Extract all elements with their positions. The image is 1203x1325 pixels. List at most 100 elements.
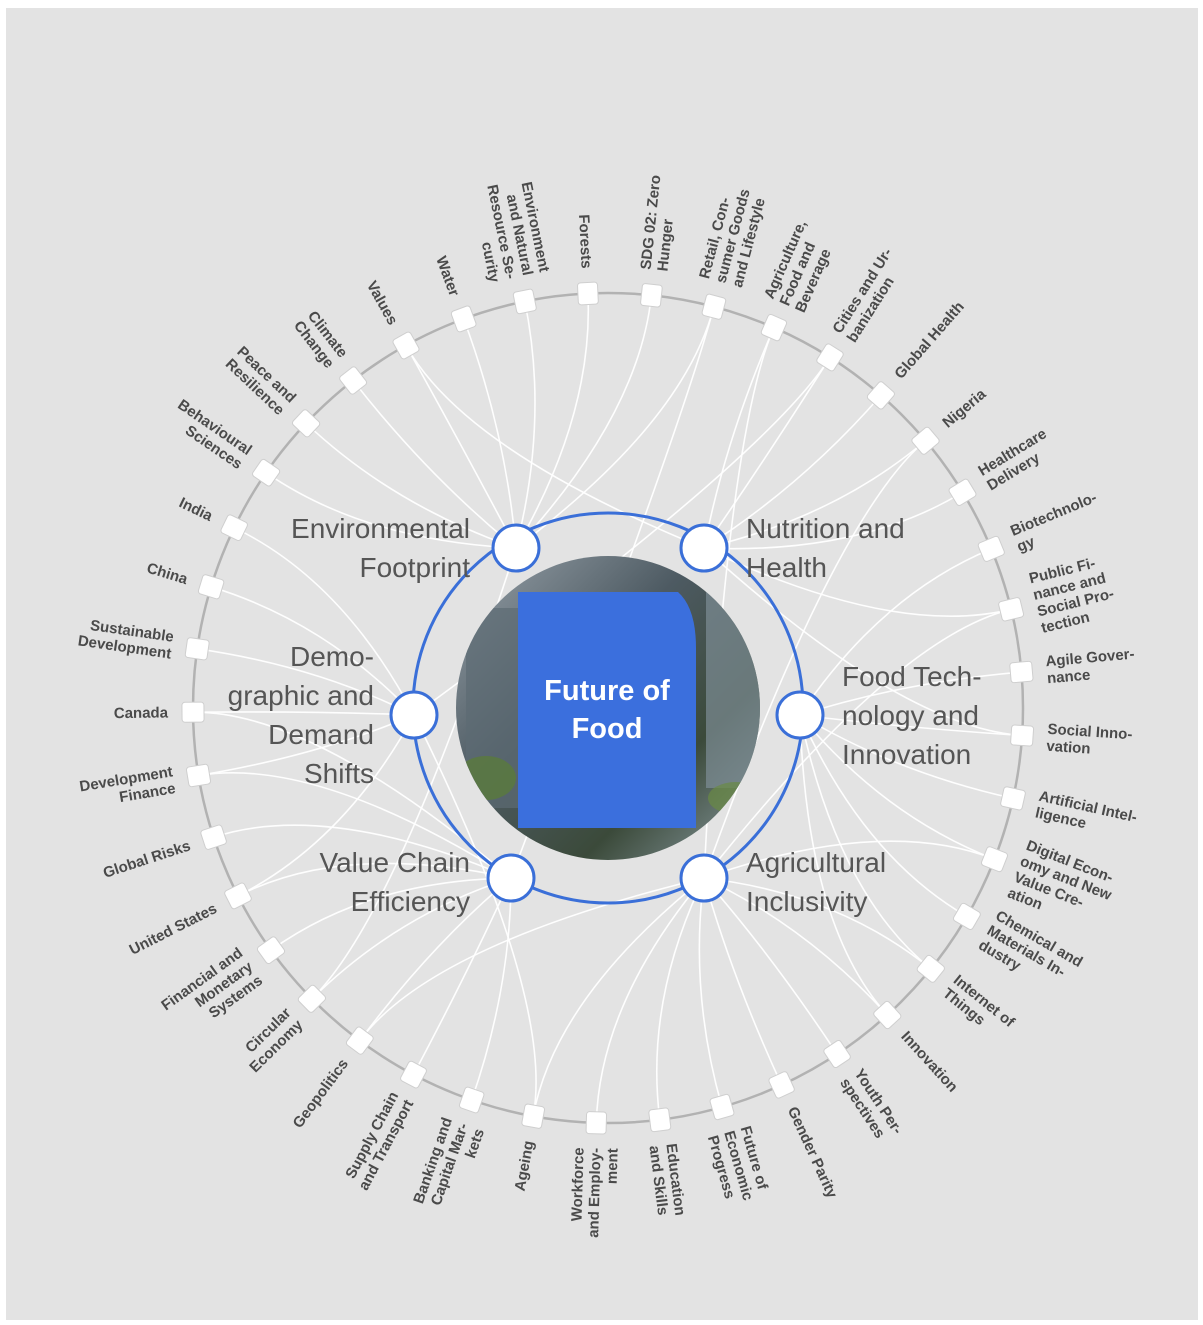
category-node[interactable] [486, 853, 536, 903]
topic-node[interactable] [916, 954, 946, 983]
topic-label[interactable]: CircularEconomy [234, 1004, 307, 1076]
topic-node[interactable] [768, 1071, 795, 1099]
topic-node[interactable] [1009, 660, 1034, 684]
topic-node[interactable] [224, 882, 253, 910]
topic-label[interactable]: Youth Per-spectives [836, 1066, 906, 1147]
topic-node[interactable] [948, 478, 977, 507]
topic-node[interactable] [866, 381, 896, 411]
topic-label-line: Geopolitics [290, 1056, 352, 1132]
topic-node[interactable] [640, 283, 663, 308]
topic-label[interactable]: Financial andMonetarySystems [158, 944, 266, 1042]
topic-node[interactable] [251, 458, 281, 487]
topic-label[interactable]: Educationand Skills [646, 1143, 689, 1219]
topic-node[interactable] [185, 763, 212, 788]
topic-node[interactable] [760, 313, 788, 342]
category-node[interactable] [775, 690, 825, 740]
topic-node[interactable] [450, 305, 477, 333]
topic-node[interactable] [823, 1039, 852, 1069]
topic-label[interactable]: Global Health [891, 298, 967, 382]
topic-node[interactable] [709, 1093, 735, 1121]
topic-label[interactable]: Banking andCapital Mar-kets [410, 1115, 488, 1217]
topic-label[interactable]: ClimateChange [290, 307, 351, 372]
topic-label-line: Ageing [512, 1139, 538, 1192]
topic-label[interactable]: Public Fi-nance andSocial Pro-tection [1027, 552, 1119, 637]
category-node[interactable] [679, 853, 729, 903]
topic-node[interactable] [458, 1086, 485, 1114]
topic-label[interactable]: SDG 02: ZeroHunger [638, 174, 682, 272]
category-node[interactable] [491, 523, 541, 573]
topic-label[interactable]: DevelopmentFinance [78, 763, 176, 812]
topic-label[interactable]: BehaviouralSciences [165, 396, 255, 473]
topic-node[interactable] [1000, 786, 1026, 811]
category-node[interactable] [389, 690, 439, 740]
topic-node[interactable] [197, 574, 225, 600]
link-line [532, 877, 705, 1117]
topic-label[interactable]: Artificial Intel-ligence [1034, 788, 1139, 843]
topic-node[interactable] [980, 846, 1009, 873]
topic-node[interactable] [1010, 724, 1035, 747]
topic-label-line: Agile Gover- [1045, 646, 1135, 671]
topic-node[interactable] [345, 1026, 374, 1056]
topic-label[interactable]: Future ofEconomicProgress [704, 1124, 773, 1207]
topic-label[interactable]: China [145, 560, 190, 589]
topic-label[interactable]: Workforceand Employ-ment [568, 1147, 622, 1238]
topic-label[interactable]: Internet ofThings [939, 972, 1018, 1045]
topic-node[interactable] [400, 1060, 428, 1089]
topic-node[interactable] [998, 597, 1025, 622]
topic-label[interactable]: United States [127, 900, 220, 959]
topic-label[interactable]: India [176, 494, 216, 525]
topic-node[interactable] [338, 366, 368, 396]
topic-label[interactable]: Geopolitics [290, 1056, 352, 1132]
topic-label[interactable]: SustainableDevelopment [77, 616, 175, 663]
topic-label[interactable]: Ageing [512, 1139, 538, 1192]
topic-label[interactable]: HealthcareDelivery [975, 425, 1058, 494]
topic-label[interactable]: Agriculture,Food andBeverage [761, 218, 841, 316]
topic-node[interactable] [521, 1103, 546, 1129]
topic-label[interactable]: Innovation [897, 1028, 961, 1096]
topic-node[interactable] [701, 293, 727, 320]
topic-node[interactable] [220, 514, 249, 542]
topic-label[interactable]: Cities and Ur-banization [829, 245, 910, 346]
topic-label[interactable]: Retail, Con-sumer Goodsand Lifestyle [696, 183, 770, 290]
topic-node[interactable] [873, 1000, 903, 1030]
category-nodes [389, 523, 825, 903]
topic-node[interactable] [952, 902, 981, 930]
topic-node[interactable] [181, 701, 205, 723]
link-line [470, 877, 512, 1101]
topic-label[interactable]: Canada [114, 704, 169, 722]
topic-node[interactable] [392, 331, 420, 360]
topic-label[interactable]: Gender Parity [784, 1104, 841, 1201]
topic-node[interactable] [585, 1111, 608, 1135]
topic-label[interactable]: Agile Gover-nance [1045, 646, 1137, 688]
topic-node[interactable] [977, 535, 1005, 562]
topic-node[interactable] [816, 343, 845, 372]
topic-label[interactable]: Social Inno-vation [1046, 721, 1133, 761]
topic-label-line: ment [604, 1148, 622, 1184]
topic-node[interactable] [911, 426, 941, 455]
topic-label[interactable]: Supply Chainand Transport [340, 1089, 417, 1193]
topic-node[interactable] [184, 637, 210, 661]
topic-label[interactable]: Water [432, 254, 462, 299]
topic-label[interactable]: Peace andResilience [222, 343, 299, 419]
topic-node[interactable] [297, 984, 327, 1014]
topic-label[interactable]: Chemical andMaterials In-dustry [975, 907, 1085, 1000]
topic-label[interactable]: Global Risks [101, 837, 193, 881]
topic-node[interactable] [577, 281, 599, 306]
topic-label[interactable]: Biotechnolo-gy [1008, 489, 1106, 555]
topic-label[interactable]: Nigeria [939, 385, 989, 431]
topic-node[interactable] [512, 288, 537, 315]
topic-label[interactable]: Forests [575, 214, 595, 269]
topic-node[interactable] [200, 824, 227, 850]
category-node[interactable] [679, 523, 729, 573]
topic-label[interactable]: Environmentand NaturalResource Se-curity [467, 176, 553, 284]
topic-label[interactable]: Values [363, 278, 401, 328]
topic-node[interactable] [256, 936, 286, 965]
topic-node[interactable] [291, 408, 321, 438]
topic-node[interactable] [648, 1107, 672, 1133]
